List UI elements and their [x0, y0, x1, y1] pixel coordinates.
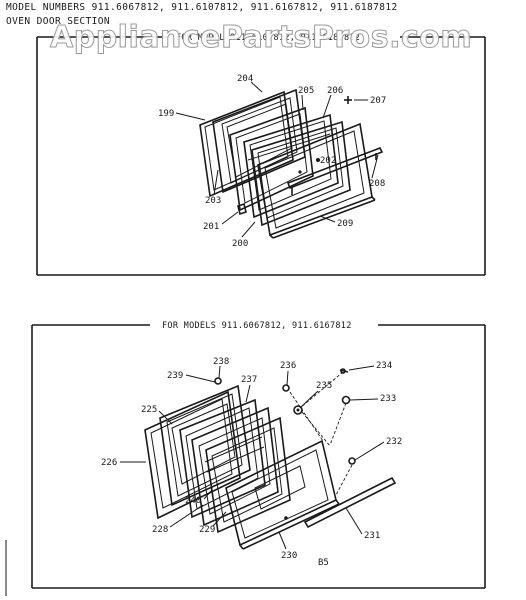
- callout-226: 226: [101, 458, 117, 468]
- callout-209: 209: [337, 219, 353, 229]
- callout-233: 233: [380, 394, 396, 404]
- part-199-inner-panel: [199, 90, 294, 198]
- part-208-handle: [286, 146, 384, 195]
- part-207-screw: [344, 96, 352, 104]
- callout-235: 235: [316, 381, 332, 391]
- callout-205: 205: [298, 86, 314, 96]
- watermark: AppliancePartsPros.com: [49, 20, 473, 56]
- callout-200: 200: [232, 239, 248, 249]
- part-237-insulation: [179, 398, 266, 519]
- bottom-frame: FOR MODELS 911.6067812, 911.6167812: [31, 321, 486, 589]
- part-226-inner-liner: [144, 390, 241, 520]
- callout-239: 239: [167, 371, 183, 381]
- part-225-gasket: [159, 384, 251, 507]
- callout-229: 229: [199, 525, 215, 535]
- model-numbers-heading: MODEL NUMBERS 911.6067812, 911.6107812, …: [6, 2, 398, 13]
- callout-240: 240: [185, 496, 201, 506]
- callout-201: 201: [203, 222, 219, 232]
- top-frame-title: FOR MODEL 911.6107812, 911.6187812: [176, 33, 360, 43]
- callout-206: 206: [327, 86, 343, 96]
- callout-208: 208: [369, 179, 385, 189]
- part-235-bushing: [293, 405, 303, 415]
- part-201-bracket: [237, 202, 247, 216]
- part-230-outer-door: [225, 439, 340, 550]
- callout-204: 204: [237, 74, 253, 84]
- callout-199: 199: [158, 109, 174, 119]
- bottom-door-exploded: [144, 368, 397, 550]
- part-206-glass: [243, 113, 339, 219]
- part-231-handle: [303, 476, 397, 529]
- callout-234: 234: [376, 361, 392, 371]
- callout-238: 238: [213, 357, 229, 367]
- callout-202: 202: [320, 156, 336, 166]
- bottom-callouts: 238 239 236 234 237 235 233 225 232 226 …: [101, 357, 402, 568]
- callout-207: 207: [370, 96, 386, 106]
- part-229-frame: [205, 416, 291, 534]
- callout-237: 237: [241, 375, 257, 385]
- section-heading: OVEN DOOR SECTION: [6, 16, 111, 27]
- callout-236: 236: [280, 361, 296, 371]
- callout-230: 230: [281, 551, 297, 561]
- part-232-cap: [348, 457, 356, 465]
- part-234-screw: [339, 368, 349, 374]
- part-205-insulation: [229, 106, 314, 212]
- top-frame: FOR MODEL 911.6107812, 911.6187812: [36, 31, 486, 276]
- part-240-glass: [191, 406, 279, 527]
- callout-232: 232: [386, 437, 402, 447]
- part-238-clip: [214, 377, 222, 385]
- part-209-outer-door: [257, 122, 376, 239]
- page-code: B5: [318, 558, 329, 568]
- callout-203: 203: [205, 196, 221, 206]
- callout-231: 231: [364, 531, 380, 541]
- part-236-screw: [282, 384, 290, 392]
- callout-225: 225: [141, 405, 157, 415]
- bottom-frame-title: FOR MODELS 911.6067812, 911.6167812: [162, 321, 352, 331]
- top-callouts: 204 205 206 207 199 202 208 203 201 200 …: [158, 74, 386, 249]
- callout-228: 228: [152, 525, 168, 535]
- top-door-exploded: [199, 88, 384, 239]
- part-233-bushing: [341, 395, 351, 405]
